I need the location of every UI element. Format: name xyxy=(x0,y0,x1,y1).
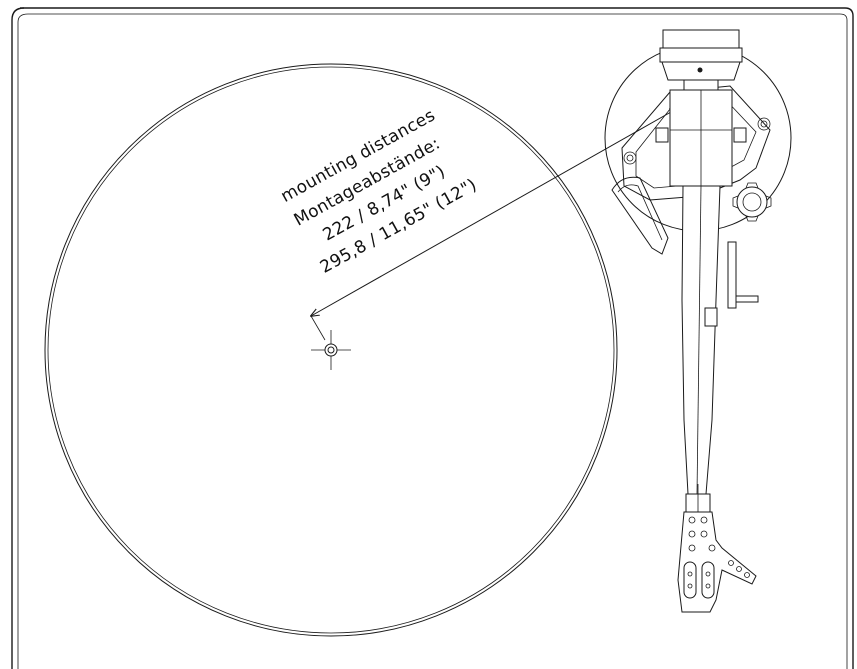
platter xyxy=(44,63,618,637)
tonearm-bearing-housing xyxy=(655,29,747,187)
arm-lift-lever xyxy=(727,241,759,309)
anti-skate-knob xyxy=(732,182,772,222)
plinth-outline xyxy=(11,7,854,669)
tonearm-tube xyxy=(681,185,721,495)
mounting-distance-dimension-line xyxy=(311,108,678,341)
spindle-center-mark xyxy=(311,330,351,370)
mounting-distance-annotation: mounting distances Montageabstände: 222 … xyxy=(278,105,481,277)
headshell xyxy=(677,484,757,613)
